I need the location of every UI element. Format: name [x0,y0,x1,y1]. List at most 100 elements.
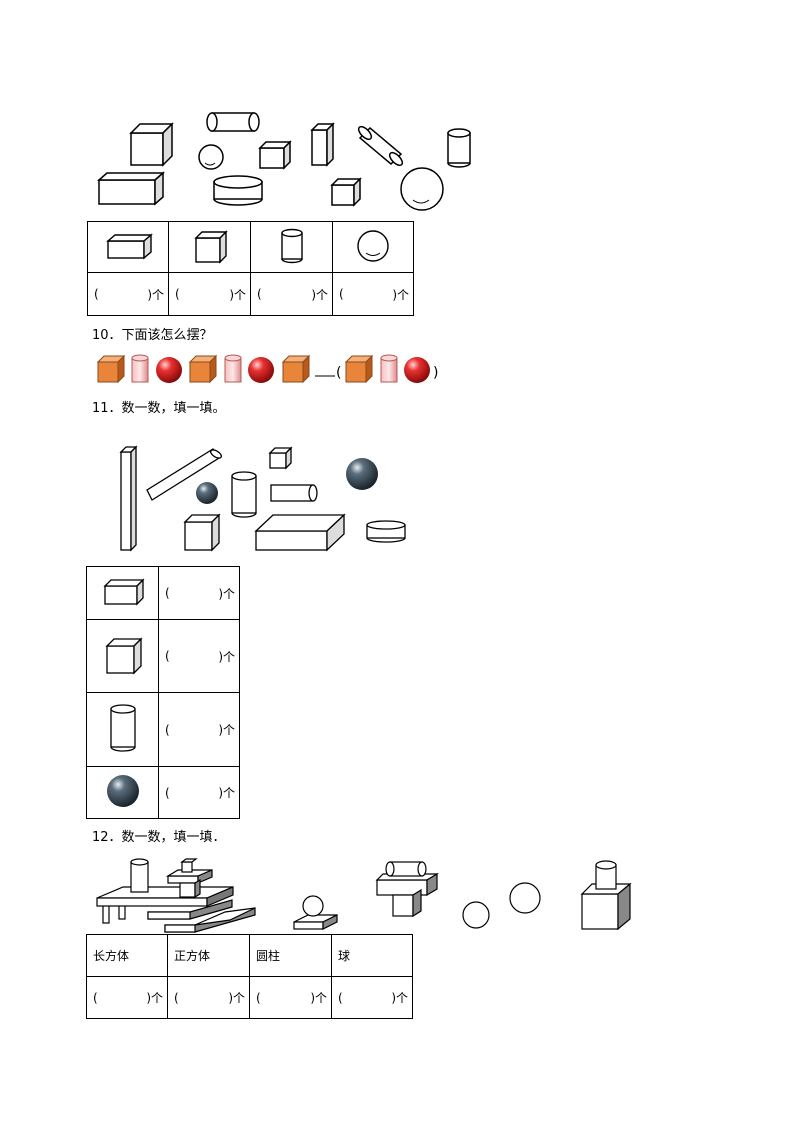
open-paren: ( [93,990,98,1005]
cylinder-shape [270,484,318,502]
q11-title: 11．数一数，填一填。 [92,401,226,416]
open-paren: ( [339,287,344,301]
answer-blank[interactable]: ( )个 [158,766,240,819]
open-paren: ( [175,287,180,301]
header-cylinder: 圆柱 [249,934,332,977]
pink-cylinder-icon [224,354,242,383]
q9-shapes [97,112,471,211]
cylinder-shape [366,520,406,543]
q11-table: ( )个 ( )个 ( )个 ( )个 [86,566,240,819]
orange-cube-icon [96,354,126,384]
close-unit: )个 [147,287,164,302]
q12-table: 长方体 正方体 圆柱 球 ()个 ()个 ()个 ()个 [86,934,413,1019]
q11-shapes [119,445,406,552]
close-paren: ) [433,365,438,381]
cube-icon-cell [168,221,251,273]
sphere-shape [509,882,541,914]
open-paren: ( [165,649,170,663]
sphere-shape [400,167,444,211]
cube-shape [183,513,221,552]
sphere-icon-cell [332,221,414,273]
answer-blank[interactable]: ( )个 [250,272,333,316]
open-paren: ( [165,586,170,600]
open-paren: ( [165,722,170,737]
header-cube: 正方体 [167,934,250,977]
pattern-items [96,354,430,384]
close-unit: )个 [391,991,408,1005]
cuboid-icon [106,232,153,260]
cylinder-icon [109,704,136,752]
close-unit: )个 [311,287,328,302]
orange-cube-icon [188,354,218,384]
header-cuboid: 长方体 [86,934,168,977]
open-paren: ( [165,785,170,800]
q12-title: 12．数一数，填一填． [92,830,226,845]
sphere-icon [357,229,389,262]
close-unit: )个 [228,991,245,1005]
header-sphere: 球 [331,934,413,977]
cube-icon [104,636,143,675]
close-unit: )个 [218,586,235,601]
q10-title: 10．下面该怎么摆？ [92,328,213,343]
answer-blank[interactable]: ( )个 [332,272,414,316]
cylinder-shape [146,448,222,501]
cylinder-shape [447,128,471,168]
answer-blank[interactable]: ( )个 [158,566,240,620]
structure-left [96,858,256,933]
open-paren: ( [336,365,341,381]
cylinder-shape [206,112,260,132]
structure-middle [375,861,440,918]
cube-shape [330,177,362,207]
cuboid-shape [254,513,346,552]
open-paren: ( [338,990,343,1005]
answer-blank[interactable]: ( )个 [167,976,250,1019]
cylinder-shape [357,125,404,167]
answer-blank[interactable]: ( )个 [249,976,332,1019]
cuboid-shape [119,445,138,552]
q12-shapes [96,858,632,933]
red-sphere-icon [156,357,182,383]
cube-shape [268,446,293,470]
close-unit: )个 [392,287,409,302]
sphere-icon-cell [86,766,159,819]
close-unit: )个 [218,786,235,800]
cube-icon-cell [86,619,159,693]
answer-blank[interactable]: ( )个 [168,272,251,316]
sphere-shape [346,458,378,490]
cylinder-shape [213,175,263,206]
close-unit: )个 [310,991,327,1005]
cuboid-shape [97,171,165,206]
answer-blank[interactable]: ( )个 [158,692,240,767]
answer-blank[interactable]: ( )个 [158,619,240,693]
close-unit: )个 [218,723,235,737]
open-paren: ( [257,287,262,301]
cube-icon [193,229,228,264]
cuboid-icon-cell [87,221,169,273]
answer-blank[interactable]: ( )个 [331,976,413,1019]
open-paren: ( [94,287,99,301]
orange-cube-icon [344,354,374,384]
q10-pattern: ( ) [96,354,438,384]
q9-table: ( )个 ( )个 ( )个 ( )个 [87,221,414,316]
open-paren: ( [256,990,261,1005]
sphere-shape [196,482,218,504]
close-unit: )个 [218,649,235,664]
open-paren: ( [174,990,179,1005]
answer-blank[interactable]: ()个 [86,976,168,1019]
cuboid-shape [310,122,335,167]
pink-cylinder-icon [380,354,398,383]
red-sphere-icon [248,357,274,383]
structure-sphere-slab [293,895,338,930]
close-unit: )个 [229,287,246,302]
answer-blank[interactable]: ( )个 [87,272,169,316]
sphere-shape [462,901,490,929]
sphere-icon [106,775,139,807]
red-sphere-icon [404,357,430,383]
cube-shape [129,122,174,167]
sphere-shape [198,144,224,170]
pink-cylinder-icon [131,354,149,383]
cylinder-icon [280,228,303,263]
cube-shape [258,140,292,170]
cylinder-icon-cell [86,692,159,767]
cuboid-icon-cell [86,566,159,620]
